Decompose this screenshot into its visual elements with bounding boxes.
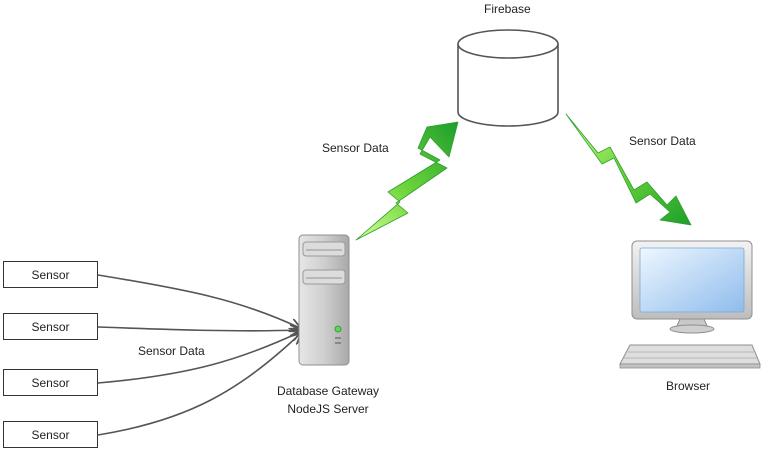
server-icon [298,234,350,366]
firebase-label: Firebase [484,2,531,16]
sensor-node-4: Sensor [3,421,98,448]
edge-label-gateway-to-firebase: Sensor Data [322,141,389,155]
gateway-label-line1: Database Gateway [276,384,380,398]
sensor-2-connector [97,327,300,331]
browser-label: Browser [666,379,711,393]
zigzag-arrow-up-icon [355,121,459,241]
zigzag-arrow-down-icon [565,113,692,226]
sensor-label: Sensor [31,375,70,390]
edge-label-sensors-to-gateway: Sensor Data [138,344,205,358]
sensor-node-3: Sensor [3,369,98,396]
database-cylinder-icon [457,29,559,127]
sensor-label: Sensor [31,319,70,334]
sensor-label: Sensor [31,427,70,442]
gateway-label: Database Gateway NodeJS Server [262,382,394,418]
sensor-node-1: Sensor [3,261,98,288]
sensor-3-connector [97,332,300,384]
monitor-icon [619,240,761,369]
sensor-4-connector [97,334,300,436]
gateway-label-line2: NodeJS Server [287,402,369,416]
sensor-label: Sensor [31,267,70,282]
edge-label-firebase-to-browser: Sensor Data [629,134,696,148]
sensor-node-2: Sensor [3,313,98,340]
sensor-1-connector [97,274,300,328]
